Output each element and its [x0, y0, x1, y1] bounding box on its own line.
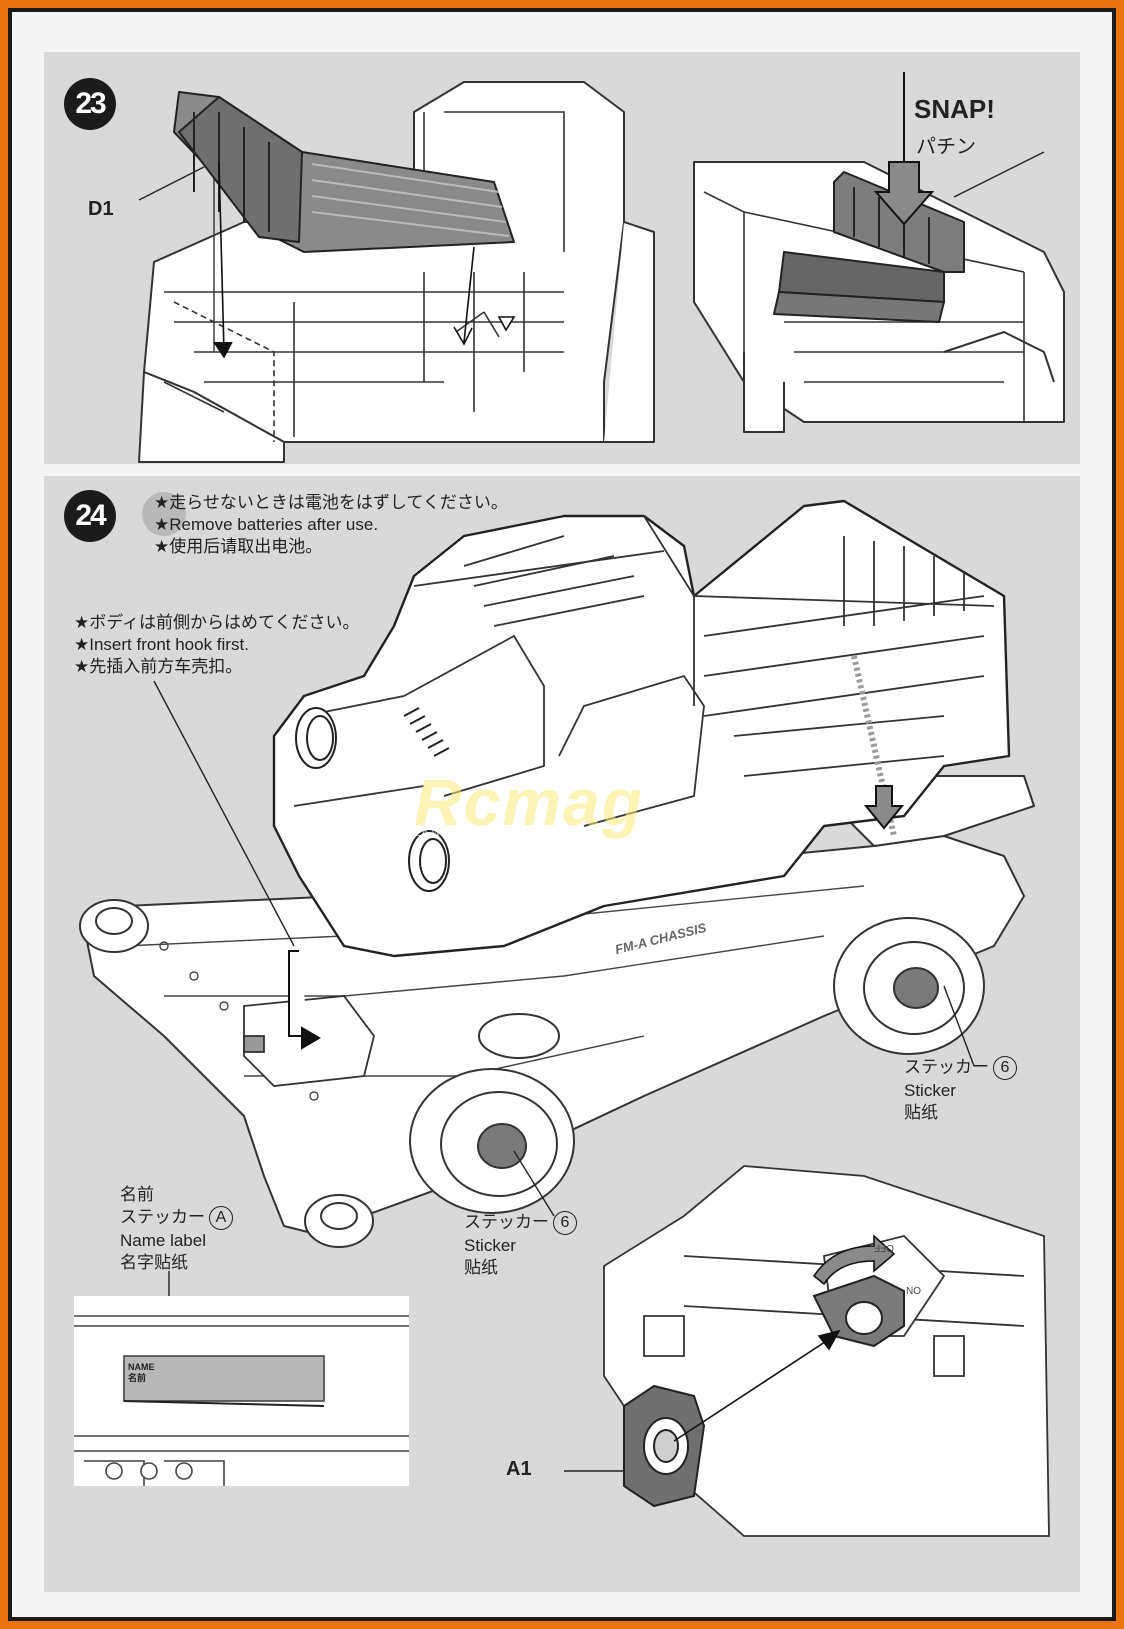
sticker-bottom-en: Sticker [464, 1236, 516, 1255]
part-label-d1: D1 [88, 198, 114, 220]
watermark-logo: Rcmag [414, 765, 645, 839]
name-plate-ja: 名前 [128, 1373, 147, 1383]
hook-note-en: ★Insert front hook first. [74, 635, 249, 654]
tailgate-part-d1 [173, 91, 515, 253]
step-23-number-badge: 23 [64, 78, 116, 130]
name-plate-en: NAME [128, 1362, 155, 1372]
battery-note-ja: ★走らせないときは電池をはずしてください。 [154, 493, 508, 512]
snap-arrow [873, 72, 935, 226]
hook-note-leader [153, 680, 295, 947]
step-23-panel: 23 D1 SNAP! パチン [44, 52, 1080, 464]
instruction-sheet: 23 D1 SNAP! パチン [12, 12, 1112, 1617]
sticker-right-number: 6 [993, 1056, 1017, 1080]
part-label-a1: A1 [506, 1458, 532, 1480]
name-label-letter: A [209, 1206, 233, 1230]
name-label-ja1: 名前 [120, 1185, 154, 1204]
sticker-bottom-ja: ステッカー [464, 1212, 549, 1232]
rear-wheel [833, 917, 985, 1055]
front-roller-top [79, 899, 149, 953]
name-plate-inset [74, 1296, 409, 1486]
switch-part-installed [812, 1274, 905, 1348]
sticker-bottom-zh: 贴纸 [464, 1258, 498, 1277]
front-wheel [409, 1013, 575, 1214]
headlight-left [295, 707, 337, 769]
hook-note-ja: ★ボディは前側からはめてください。 [74, 613, 360, 632]
snap-label-ja: パチン [916, 136, 976, 158]
d1-leader-line [138, 166, 205, 201]
rotate-arrow-icon [812, 1234, 896, 1286]
name-label-zh: 名字贴纸 [120, 1253, 188, 1272]
sticker-bottom-leader [513, 1150, 555, 1217]
name-plate-text: NAME 名前 [128, 1362, 155, 1384]
insert-arrows [213, 161, 516, 359]
battery-note-zh: ★使用后请取出电池。 [154, 537, 323, 556]
step-24-drawing [74, 492, 1050, 1537]
step-24-panel: 24 ★走らせないときは電池をはずしてください。 ★Remove batteri… [44, 476, 1080, 1592]
installed-tailgate [773, 171, 965, 323]
sticker-right-ja: ステッカー [904, 1057, 989, 1077]
battery-note: ★走らせないときは電池をはずしてください。 ★Remove batteries … [154, 492, 508, 558]
headlight-right [408, 830, 450, 892]
snap-label-en: SNAP! [914, 94, 995, 124]
part-a1 [623, 1384, 706, 1508]
battery-note-en: ★Remove batteries after use. [154, 515, 379, 534]
front-roller-bottom [304, 1194, 374, 1248]
front-hook-arrow [288, 950, 321, 1050]
name-label-en: Name label [120, 1231, 206, 1250]
sticker-right-zh: 贴纸 [904, 1103, 938, 1122]
rear-hook-arrow [863, 785, 905, 830]
hook-note-zh: ★先插入前方车壳扣。 [74, 657, 243, 676]
step-24-number-badge: 24 [64, 490, 116, 542]
page-border: 23 D1 SNAP! パチン [8, 8, 1116, 1621]
hood-vents [403, 707, 450, 757]
a1-insert-arrow [673, 1329, 841, 1442]
sticker-right-leader [943, 985, 975, 1067]
truck-body [272, 499, 1011, 958]
front-hook-note: ★ボディは前側からはめてください。 ★Insert front hook fir… [74, 612, 360, 678]
watermark-tagline: Le Web Magazine du Modélisme RC [416, 828, 595, 839]
sticker-bottom-number: 6 [553, 1211, 577, 1235]
name-label-ja2: ステッカー [120, 1207, 205, 1227]
step-23-drawing [138, 72, 1065, 463]
switch-off-text: OFF [874, 1242, 894, 1253]
switch-on-text: ON [906, 1284, 921, 1295]
sticker-right-en: Sticker [904, 1081, 956, 1100]
warning-starburst-icon [142, 492, 186, 536]
snap-leader-line [953, 151, 1045, 198]
